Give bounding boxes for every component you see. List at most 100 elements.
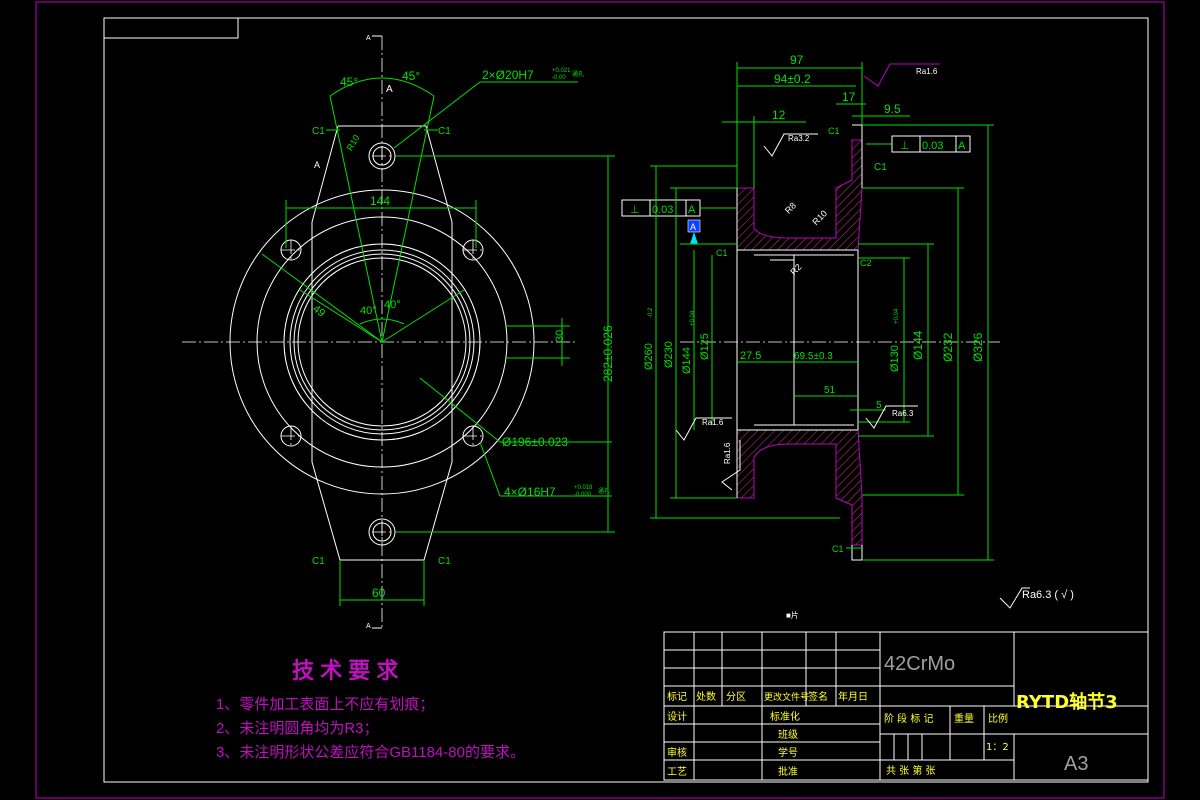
section-view: 97 94±0.2 17 9.5 12 Ra1.6 Ra3.2 ⊥ 0.03 A… bbox=[621, 53, 1074, 609]
dim-r10: R10 bbox=[345, 133, 362, 152]
chamfer-label: C1 bbox=[312, 126, 325, 137]
svg-text:⊥: ⊥ bbox=[630, 204, 640, 216]
dim-144: 144 bbox=[370, 194, 390, 208]
dim-125: Ø125 bbox=[699, 333, 711, 360]
dim-94: 94±0.2 bbox=[774, 72, 811, 86]
dim-196: Ø196±0.023 bbox=[502, 435, 568, 449]
technical-requirements: 技 术 要 求 1、零件加工表面上不应有划痕； 2、未注明圆角均为R3； 3、未… bbox=[216, 658, 525, 761]
hole-callout-top: 2×Ø20H7 bbox=[482, 68, 534, 82]
chamfer-c1: C1 bbox=[874, 162, 887, 173]
small-label: ■片 bbox=[786, 610, 799, 620]
dim-69-5: 69.5±0.3 bbox=[794, 351, 833, 362]
svg-text:0.03: 0.03 bbox=[922, 140, 943, 152]
section-mark-a: A bbox=[386, 84, 393, 95]
svg-text:-0.000: -0.000 bbox=[574, 492, 592, 498]
dim-r10-section: R10 bbox=[810, 208, 829, 227]
roughness-inner: Ra1.6 bbox=[702, 418, 724, 427]
section-mark-a-side: A bbox=[314, 160, 320, 170]
svg-text:通孔: 通孔 bbox=[572, 70, 584, 78]
dim-r2: R2 bbox=[788, 262, 803, 277]
drawing-frame bbox=[35, 1, 1165, 799]
svg-text:批准: 批准 bbox=[778, 765, 798, 778]
dim-260: Ø260 bbox=[643, 343, 655, 370]
dim-49: 49 bbox=[310, 303, 327, 320]
roughness-bottom: Ra1.6 bbox=[723, 442, 732, 464]
general-roughness: Ra6.3 ( √ ) bbox=[1022, 589, 1074, 601]
svg-text:标准化: 标准化 bbox=[770, 710, 800, 723]
roughness-right: Ra6.3 bbox=[892, 409, 914, 418]
dim-5: 5 bbox=[876, 400, 882, 411]
dim-9-5: 9.5 bbox=[884, 102, 901, 116]
angle-40-left: 40° bbox=[360, 305, 377, 317]
dim-230: Ø230 bbox=[663, 341, 675, 368]
dim-60: 60 bbox=[372, 586, 386, 600]
dim-27-5: 27.5 bbox=[740, 350, 761, 362]
part-name: RYTD轴节3 bbox=[1016, 691, 1118, 713]
dim-17: 17 bbox=[842, 90, 856, 104]
chamfer-c1: C1 bbox=[832, 544, 844, 554]
chamfer-label: C1 bbox=[312, 556, 325, 567]
tech-req-item: 1、零件加工表面上不应有划痕； bbox=[216, 695, 434, 713]
svg-text:共 张 第 张: 共 张 第 张 bbox=[886, 764, 936, 777]
lug-hole-bottom bbox=[368, 518, 396, 546]
svg-text:更改文件号: 更改文件号 bbox=[764, 691, 809, 703]
front-view: A A 45° 45° A A 2× bbox=[182, 35, 615, 630]
chamfer-c2: C2 bbox=[860, 258, 872, 268]
dim-97: 97 bbox=[790, 53, 804, 67]
dim-30: 30 bbox=[554, 330, 566, 342]
datum-a: A bbox=[690, 222, 696, 232]
chamfer-label: C1 bbox=[438, 556, 451, 567]
angle-right: 45° bbox=[402, 69, 420, 83]
dim-144-right: Ø144 bbox=[911, 330, 925, 360]
svg-text:+0.018: +0.018 bbox=[574, 485, 593, 491]
dim-232: Ø232 bbox=[941, 332, 955, 362]
svg-text:重量: 重量 bbox=[954, 712, 974, 725]
svg-text:审核: 审核 bbox=[667, 746, 687, 759]
section-mark-bottom-small: A bbox=[366, 623, 371, 630]
svg-text:-0.2: -0.2 bbox=[648, 307, 654, 318]
svg-text:A: A bbox=[688, 204, 696, 216]
lug-hole-top bbox=[368, 142, 396, 170]
dim-130: Ø130 bbox=[889, 345, 901, 372]
svg-text:阶 段 标 记: 阶 段 标 记 bbox=[884, 712, 934, 725]
roughness-top: Ra1.6 bbox=[916, 67, 938, 76]
title-block: 标记 处数 分区 更改文件号 签名 年月日 设计 标准化 班级 审核 学号 工艺… bbox=[663, 631, 1149, 781]
dim-144-bore: Ø144 bbox=[681, 347, 693, 374]
svg-text:0.03: 0.03 bbox=[652, 204, 673, 216]
sheet-size: A3 bbox=[1064, 753, 1088, 775]
dim-282: 282±0.026 bbox=[601, 325, 615, 382]
svg-text:⊥: ⊥ bbox=[900, 140, 910, 152]
svg-text:年月日: 年月日 bbox=[838, 690, 868, 703]
svg-text:处数: 处数 bbox=[696, 690, 716, 703]
dim-12: 12 bbox=[772, 108, 786, 122]
dim-51: 51 bbox=[824, 385, 836, 396]
svg-text:班级: 班级 bbox=[778, 729, 798, 741]
angle-40-right: 40° bbox=[384, 299, 401, 311]
svg-text:分区: 分区 bbox=[726, 691, 746, 703]
hole-callout-bottom: 4×Ø16H7 bbox=[504, 485, 556, 499]
svg-text:+0.021: +0.021 bbox=[552, 68, 571, 74]
svg-text:标记: 标记 bbox=[667, 691, 687, 703]
angle-left: 45° bbox=[340, 75, 358, 89]
roughness-web: Ra3.2 bbox=[788, 134, 810, 143]
tech-req-title: 技 术 要 求 bbox=[292, 658, 398, 683]
svg-text:签名: 签名 bbox=[808, 690, 828, 703]
svg-text:-0.00: -0.00 bbox=[552, 75, 566, 81]
svg-text:A: A bbox=[958, 140, 966, 152]
svg-text:工艺: 工艺 bbox=[667, 766, 687, 778]
dim-326: Ø326 bbox=[971, 332, 985, 362]
tech-req-item: 2、未注明圆角均为R3； bbox=[216, 720, 379, 737]
scale-value: 1：2 bbox=[986, 742, 1009, 753]
chamfer-label: C1 bbox=[438, 126, 451, 137]
chamfer-c1: C1 bbox=[716, 248, 728, 258]
tech-req-item: 3、未注明形状公差应符合GB1184-80的要求。 bbox=[216, 743, 525, 761]
section-mark-top-small: A bbox=[366, 35, 371, 42]
svg-text:设计: 设计 bbox=[667, 710, 687, 723]
dim-r8: R8 bbox=[783, 200, 798, 215]
svg-text:+0.04: +0.04 bbox=[690, 310, 696, 326]
material: 42CrMo bbox=[884, 653, 955, 675]
svg-text:学号: 学号 bbox=[778, 746, 798, 759]
svg-text:通孔: 通孔 bbox=[598, 487, 610, 495]
chamfer-c1: C1 bbox=[828, 126, 840, 136]
